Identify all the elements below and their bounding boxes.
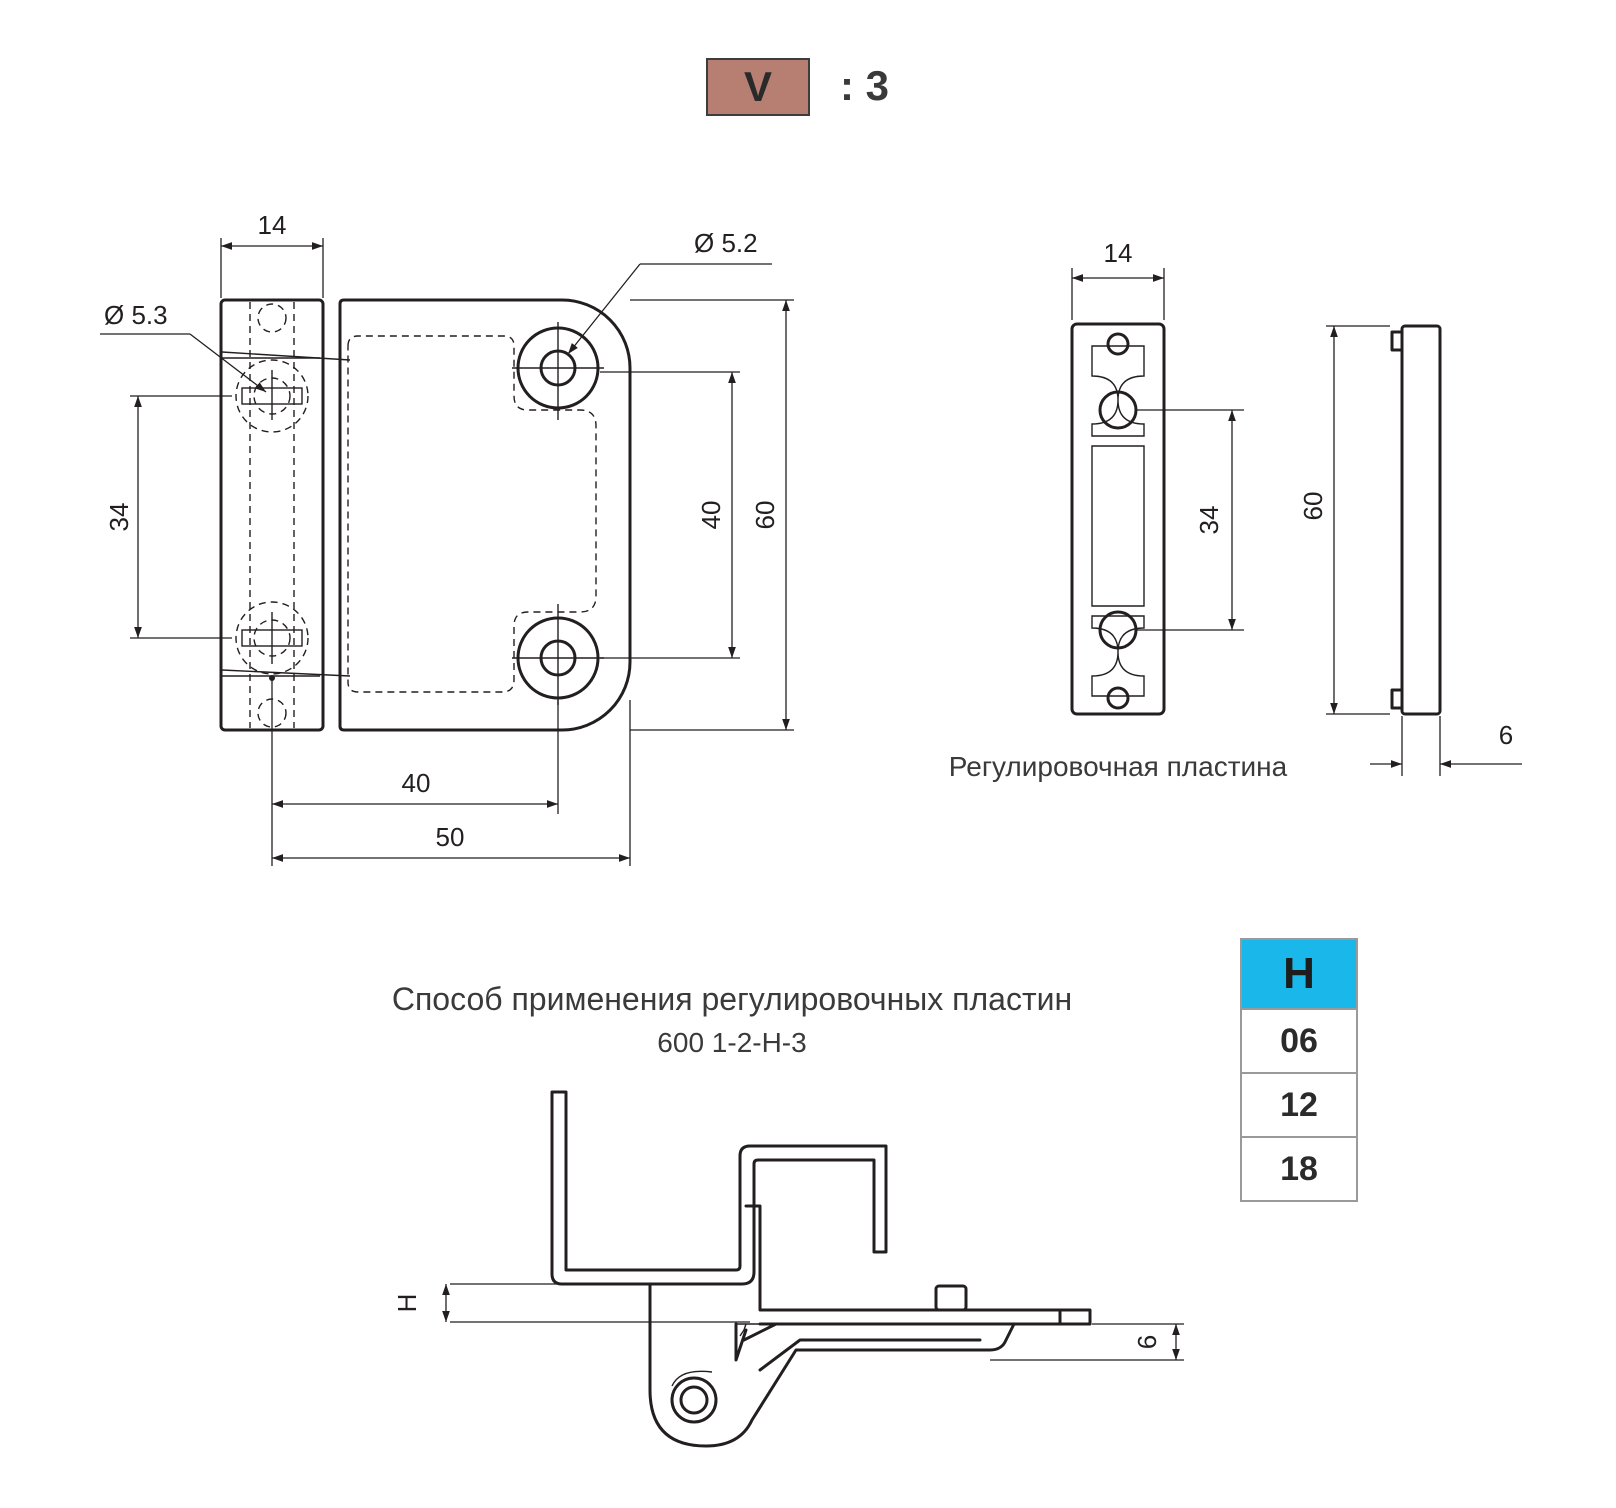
- h-table-row: 06: [1240, 1008, 1358, 1074]
- h-table-row: 12: [1240, 1072, 1358, 1138]
- scale-ratio: : 3: [840, 62, 890, 109]
- h-table-row: 18: [1240, 1136, 1358, 1202]
- dim-offset-bottom: 40: [402, 768, 431, 798]
- plate-caption: Регулировочная пластина: [949, 751, 1288, 782]
- dim-hinge-height: 60: [750, 501, 780, 530]
- application-section: Способ применения регулировочных пластин…: [392, 981, 1184, 1448]
- h-table: H 06 12 18: [1240, 938, 1358, 1202]
- dim-width-bottom: 50: [436, 822, 465, 852]
- dim-hole-left: Ø 5.3: [104, 300, 168, 330]
- dim-plate-thickness: 6: [1499, 720, 1513, 750]
- door-profile: [744, 1204, 1062, 1326]
- dim-h: H: [392, 1294, 422, 1313]
- dim-plate-width: 14: [1104, 238, 1133, 268]
- dim-six: 6: [1132, 1335, 1162, 1349]
- h-table-header: H: [1240, 938, 1358, 1010]
- dim-hole-right: Ø 5.2: [694, 228, 758, 258]
- hinge-knuckle: [219, 298, 325, 732]
- plate-front: [1070, 322, 1166, 716]
- hinge-front-view: 14 Ø 5.3 Ø 5.2 34 40 60 40 50: [100, 210, 794, 866]
- dim-hinge-width: 14: [258, 210, 287, 240]
- dim-plate-pitch: 34: [1194, 506, 1224, 535]
- dim-pitch-left: 34: [104, 503, 134, 532]
- hinge-body: [648, 1282, 1016, 1448]
- frame-profile: [550, 1090, 888, 1286]
- hinge-leaf: [338, 298, 632, 732]
- application-title: Способ применения регулировочных пластин: [392, 981, 1072, 1017]
- pivot-pin: [670, 1376, 718, 1424]
- dim-plate-height: 60: [1298, 492, 1328, 521]
- adjustment-plate-view: 14 34 60 6 Регулировочная пластина: [949, 238, 1522, 782]
- plate-side: [1400, 324, 1442, 716]
- application-code: 600 1-2-H-3: [657, 1027, 806, 1058]
- hinge-hole-bottom-left: [235, 601, 309, 675]
- dim-pitch-right: 40: [696, 501, 726, 530]
- scale-badge: V: [706, 58, 810, 116]
- hinge-hole-top-left: [235, 359, 309, 433]
